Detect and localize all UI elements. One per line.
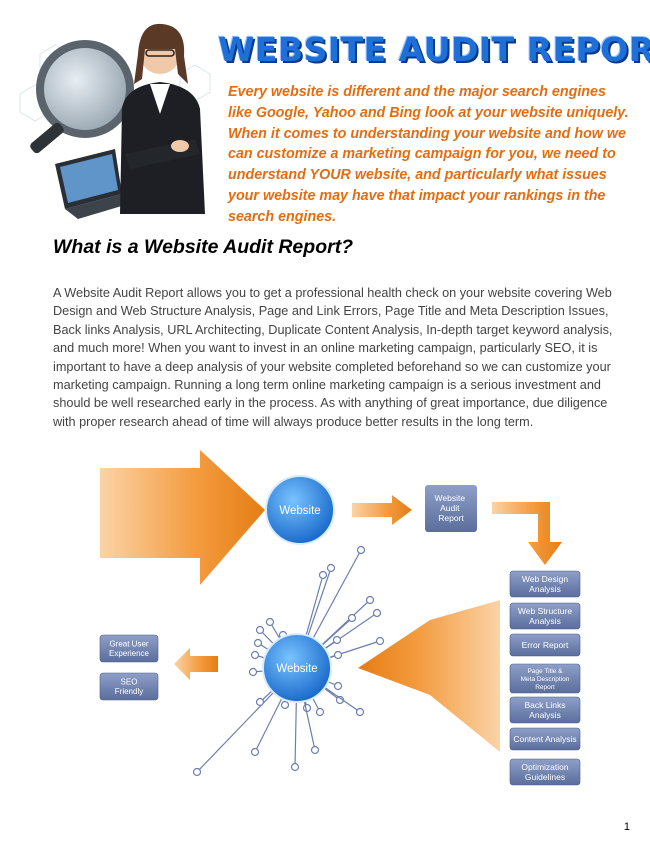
network-node [333,681,343,691]
step-box-label: Report [535,684,555,691]
step-box-label: Analysis [529,616,561,626]
network-node [250,650,260,660]
output-box-label: Friendly [115,687,143,696]
network-node [192,767,202,777]
network-node [375,636,385,646]
network-node [318,570,328,580]
network-node [302,703,312,713]
network-node [356,545,366,555]
section-heading: What is a Website Audit Report? [53,236,354,258]
page-number: 1 [623,821,630,833]
network-node [333,650,343,660]
network-node [255,625,265,635]
step-box-label: Guidelines [525,772,565,782]
website-circle-top-label: Website [279,505,320,517]
step-box-label: Web Design [522,574,568,584]
website-circle-top [265,475,335,545]
section-body: A Website Audit Report allows you to get… [53,286,613,429]
network-node [315,707,325,717]
down-arrow [492,502,562,565]
network-node [310,745,320,755]
website-network [192,545,385,777]
network-node [332,635,342,645]
audit-report-box [425,485,477,532]
return-arrow [358,600,500,752]
website-circle-bottom [262,633,332,703]
audit-box-line: Report [438,513,464,523]
output-box-label: Great User [109,640,148,649]
hero-illustration [19,23,211,219]
network-node [347,613,357,623]
network-node [355,707,365,717]
output-box-label: SEO [121,678,138,687]
step-box: Content Analysis [509,727,581,751]
intro-text: Every website is different and the major… [228,84,629,225]
network-node [326,563,336,573]
network-node [253,638,263,648]
network-node [250,747,260,757]
step-box-label: Web Structure [518,606,572,616]
audit-box-line: Website [435,493,466,503]
report-title: WEBSITE AUDIT REPORT [218,30,650,69]
output-box-label: Experience [109,649,150,658]
network-node [265,617,275,627]
network-node [290,762,300,772]
network-node [372,608,382,618]
step-box-label: Back Links [524,700,565,710]
step-box-label: Error Report [522,640,569,650]
network-node [365,595,375,605]
network-node [280,700,290,710]
network-node [248,667,258,677]
step-box-label: Optimization [521,762,569,772]
step-box-label: Meta Description [521,676,570,683]
step-box-label: Page Title & [527,668,563,675]
step-box-label: Content Analysis [513,734,576,744]
website-circle-bottom-label: Website [276,663,317,675]
input-arrow [100,450,265,585]
step-box: Error Report [509,633,581,657]
step-box-label: Analysis [529,710,561,720]
step-box-label: Analysis [529,584,561,594]
audit-process-diagram: Website Website Audit Report Website Gre… [99,450,581,786]
output-arrow [174,648,218,680]
audit-arrow [352,495,412,525]
network-node [255,697,265,707]
audit-box-line: Audit [440,503,460,513]
svg-text:Website Audit Report: Website Audit Report [435,493,468,523]
